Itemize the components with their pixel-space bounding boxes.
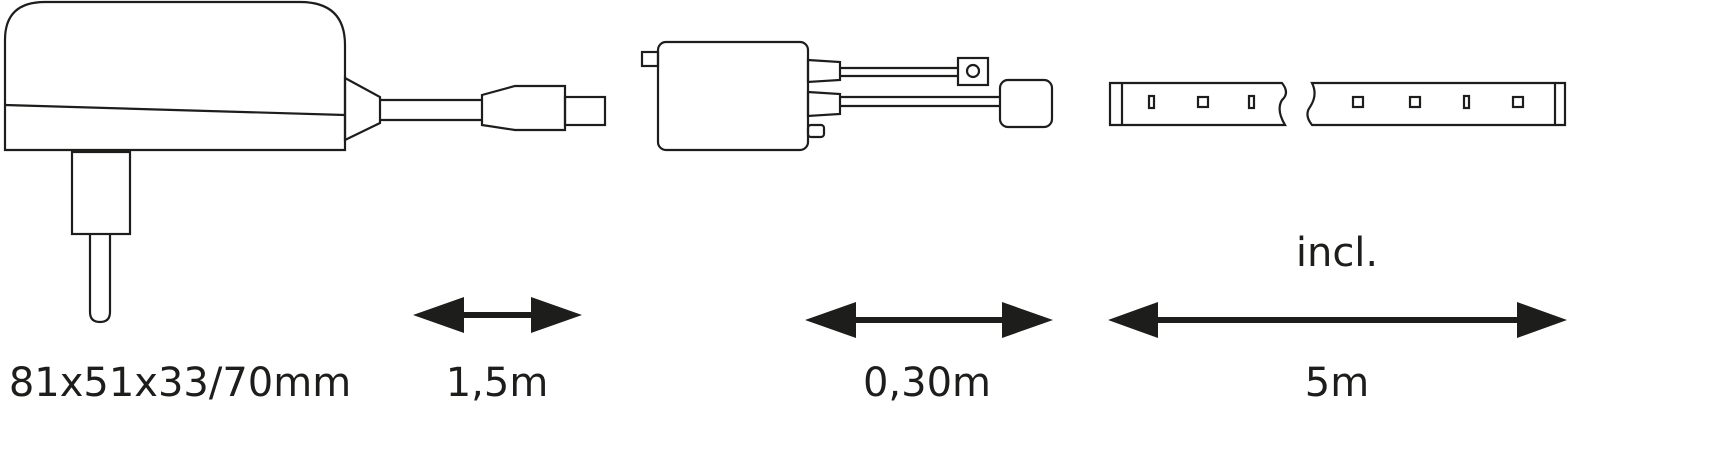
adapter-dimensions-label: 81x51x33/70mm — [8, 360, 352, 406]
arrow-strip-length — [1108, 302, 1567, 338]
controller-icon — [640, 40, 1054, 152]
power-adapter-icon — [3, 0, 607, 324]
strip-length-label: 5m — [1304, 360, 1370, 406]
arrow-controller-cable — [805, 302, 1053, 338]
led-strip-icon — [1108, 81, 1567, 127]
arrow-adapter-cable — [413, 297, 582, 333]
controller-cable-length-label: 0,30m — [862, 360, 992, 406]
strip-note-label: incl. — [1295, 230, 1379, 276]
adapter-cable-length-label: 1,5m — [445, 360, 549, 406]
